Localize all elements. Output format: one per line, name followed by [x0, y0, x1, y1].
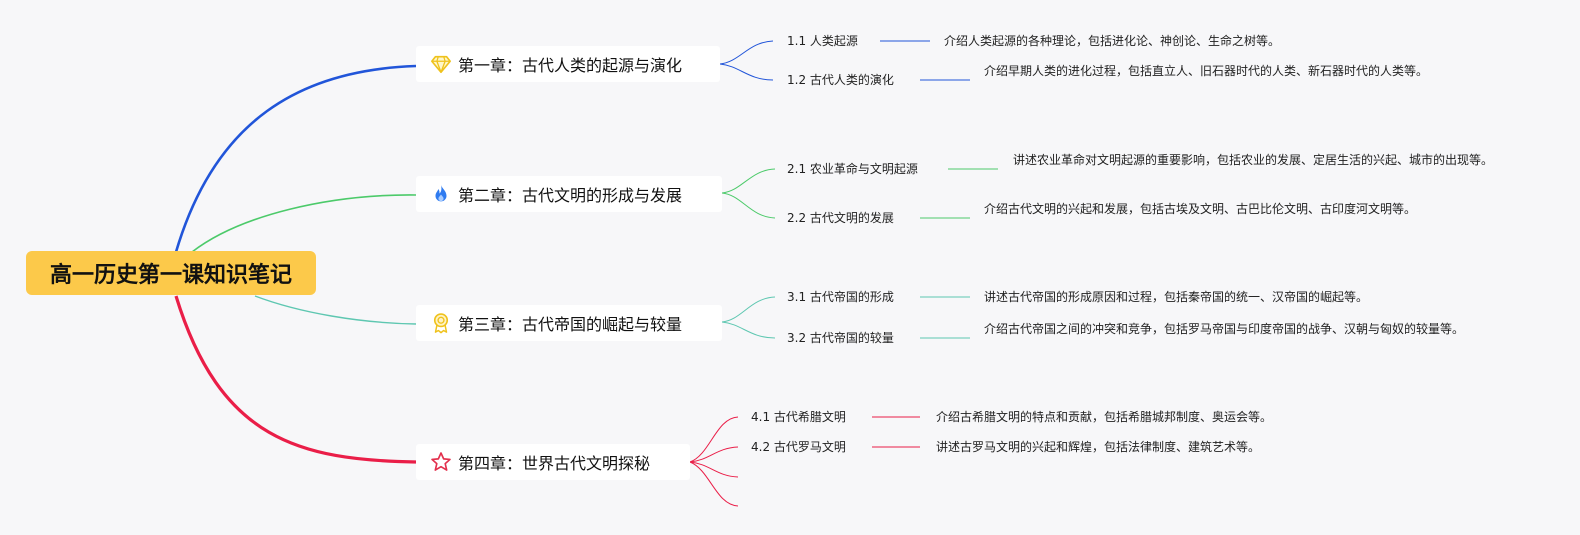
section-4-1-description: 介绍古希腊文明的特点和贡献，包括希腊城邦制度、奥运会等。	[936, 410, 1273, 424]
section-2-1-title[interactable]: 2.1 农业革命与文明起源	[787, 162, 918, 176]
chapter-4-title: 第四章：世界古代文明探秘	[458, 454, 651, 473]
section-1-1-title[interactable]: 1.1 人类起源	[787, 34, 858, 48]
chapter-2-fan-upper	[721, 168, 776, 194]
section-3-1-description: 讲述古代帝国的形成原因和过程，包括秦帝国的统一、汉帝国的崛起等。	[984, 290, 1369, 304]
section-4-2-title[interactable]: 4.2 古代罗马文明	[751, 440, 846, 454]
star-icon	[430, 451, 452, 473]
root-to-chapter-4-connector	[174, 295, 417, 464]
chapter-3-fan-lower	[721, 321, 776, 339]
section-4-1-title[interactable]: 4.1 古代希腊文明	[751, 410, 846, 424]
root-node[interactable]: 高一历史第一课知识笔记	[26, 251, 316, 295]
chapter-4-fan-4	[689, 461, 739, 507]
diamond-icon	[430, 53, 452, 75]
section-3-2-description: 介绍古代帝国之间的冲突和竞争，包括罗马帝国与印度帝国的战争、汉朝与匈奴的较量等。	[984, 322, 1465, 336]
chapter-2-title: 第二章：古代文明的形成与发展	[458, 186, 683, 205]
chapter-1-node[interactable]: 第一章：古代人类的起源与演化	[416, 46, 720, 82]
section-3-1-title[interactable]: 3.1 古代帝国的形成	[787, 290, 894, 304]
section-1-2-title[interactable]: 1.2 古代人类的演化	[787, 73, 894, 87]
flame-icon	[430, 183, 452, 205]
chapter-3-fan-upper	[721, 296, 776, 323]
root-to-chapter-1-connector	[174, 64, 417, 253]
chapter-2-node[interactable]: 第二章：古代文明的形成与发展	[416, 176, 722, 212]
chapter-1-title: 第一章：古代人类的起源与演化	[458, 56, 683, 75]
root-title: 高一历史第一课知识笔记	[49, 263, 292, 288]
root-to-chapter-2-connector	[191, 194, 417, 253]
chapter-4-node[interactable]: 第四章：世界古代文明探秘	[416, 444, 690, 480]
chapter-1-fan-lower	[719, 63, 774, 81]
chapter-3-title: 第三章：古代帝国的崛起与较量	[458, 315, 683, 334]
award-icon	[430, 312, 452, 334]
section-3-2-title[interactable]: 3.2 古代帝国的较量	[787, 331, 894, 345]
chapter-1-fan-upper	[719, 40, 774, 65]
section-2-2-title[interactable]: 2.2 古代文明的发展	[787, 211, 894, 225]
section-4-2-description: 讲述古罗马文明的兴起和辉煌，包括法律制度、建筑艺术等。	[936, 440, 1261, 454]
section-1-2-description: 介绍早期人类的进化过程，包括直立人、旧石器时代的人类、新石器时代的人类等。	[984, 64, 1429, 78]
chapter-4-fan-1	[689, 416, 739, 463]
section-2-1-description: 讲述农业革命对文明起源的重要影响，包括农业的发展、定居生活的兴起、城市的出现等。	[1013, 153, 1494, 167]
root-to-chapter-3-connector	[254, 295, 417, 325]
section-2-2-description: 介绍古代文明的兴起和发展，包括古埃及文明、古巴比伦文明、古印度河文明等。	[984, 202, 1417, 216]
chapter-3-node[interactable]: 第三章：古代帝国的崛起与较量	[416, 305, 722, 341]
chapter-2-fan-lower	[721, 192, 776, 219]
section-1-1-description: 介绍人类起源的各种理论，包括进化论、神创论、生命之树等。	[944, 34, 1281, 48]
chapter-4-fan-3	[689, 461, 739, 478]
chapter-4-fan-2	[689, 446, 739, 463]
